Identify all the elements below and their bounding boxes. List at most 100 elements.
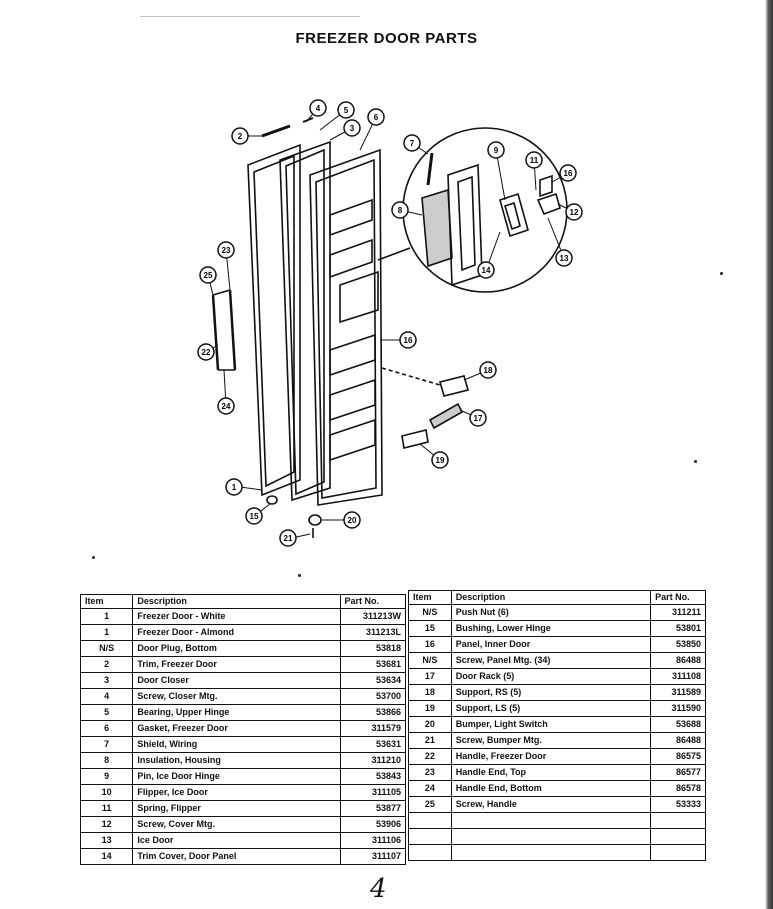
scan-speck <box>720 272 723 275</box>
cell-description: Handle End, Top <box>450 764 652 781</box>
cell-description: Bushing, Lower Hinge <box>450 620 652 637</box>
cell-item: 8 <box>79 752 134 769</box>
cell-part-no: 311213W <box>339 608 407 625</box>
cell-item: 19 <box>408 700 452 717</box>
cell-description: Trim, Freezer Door <box>132 656 341 673</box>
cell-item: 7 <box>79 736 134 753</box>
cell-item: 24 <box>408 780 452 797</box>
cell-description: Pin, Ice Door Hinge <box>132 768 341 785</box>
callout-number: 20 <box>348 516 357 525</box>
cell-item: 18 <box>408 684 452 701</box>
callout-circle <box>403 134 421 152</box>
callout-circle <box>367 108 385 126</box>
callout-number: 9 <box>494 146 499 155</box>
cell-part-no: 53906 <box>339 816 407 833</box>
cell-item: 1 <box>79 608 134 625</box>
cell-part-no: 311213L <box>339 624 407 641</box>
callout-circle <box>245 507 263 525</box>
cell-description: Bearing, Upper Hinge <box>132 704 341 721</box>
cell-item: 12 <box>79 816 134 833</box>
callout-circle <box>479 361 497 379</box>
cell-part-no: 53681 <box>339 656 407 673</box>
cell-description: Support, RS (5) <box>450 684 652 701</box>
callout-number: 4 <box>316 104 321 113</box>
callout-circle <box>487 141 505 159</box>
cell-item: 3 <box>79 672 134 689</box>
page-number-handwritten: 4 <box>370 874 387 904</box>
callout-number: 3 <box>350 124 355 133</box>
cell-description: Screw, Closer Mtg. <box>132 688 341 705</box>
cell-description: Trim Cover, Door Panel <box>132 848 341 865</box>
callout-circle <box>199 266 217 284</box>
cell-description: Flipper, Ice Door <box>132 784 341 801</box>
cell-part-no: 53631 <box>339 736 407 753</box>
cell-part-no: 53850 <box>650 636 706 653</box>
cell-description: Handle End, Bottom <box>450 780 652 797</box>
callout-number: 7 <box>410 139 415 148</box>
scan-speck <box>298 574 301 577</box>
callout-circle <box>343 511 361 529</box>
callout-number: 21 <box>284 534 293 543</box>
cell-part-no: 86488 <box>650 652 706 669</box>
cell-description: Spring, Flipper <box>132 800 341 817</box>
cell-item <box>408 828 452 845</box>
callout-number: 22 <box>202 348 211 357</box>
scan-speck <box>694 460 697 463</box>
cell-part-no: 311106 <box>339 832 407 849</box>
cell-item: 4 <box>79 688 134 705</box>
cell-description: Insulation, Housing <box>132 752 341 769</box>
cell-item: 1 <box>79 624 134 641</box>
callout-circle <box>431 451 449 469</box>
cell-item: 11 <box>79 800 134 817</box>
cell-description: Screw, Handle <box>450 796 652 813</box>
cell-part-no: 311211 <box>650 604 706 621</box>
callout-circle <box>197 343 215 361</box>
cell-item: 15 <box>408 620 452 637</box>
callout-number: 23 <box>222 246 231 255</box>
cell-description: Screw, Cover Mtg. <box>132 816 341 833</box>
cell-part-no: 53634 <box>339 672 407 689</box>
cell-part-no: 53877 <box>339 800 407 817</box>
cell-item: 21 <box>408 732 452 749</box>
callout-circle <box>343 119 361 137</box>
cell-item: 6 <box>79 720 134 737</box>
cell-description: Ice Door <box>132 832 341 849</box>
cell-part-no: 53333 <box>650 796 706 813</box>
callout-number: 2 <box>238 132 243 141</box>
callout-number: 13 <box>560 254 569 263</box>
cell-description: Handle, Freezer Door <box>450 748 652 765</box>
cell-part-no: 53700 <box>339 688 407 705</box>
cell-description: Shield, Wiring <box>132 736 341 753</box>
scan-speck <box>92 556 95 559</box>
cell-description <box>450 844 652 861</box>
callout-number: 18 <box>484 366 493 375</box>
callout-circle <box>525 151 543 169</box>
scan-edge-shadow <box>765 0 773 909</box>
cell-item: 2 <box>79 656 134 673</box>
cell-description <box>450 812 652 829</box>
column-header-description: Description <box>450 590 652 605</box>
callout-number: 17 <box>474 414 483 423</box>
cell-description: Freezer Door - Almond <box>132 624 341 641</box>
column-header-description: Description <box>132 594 341 609</box>
callout-number: 16 <box>564 169 573 178</box>
callout-number: 15 <box>250 512 259 521</box>
